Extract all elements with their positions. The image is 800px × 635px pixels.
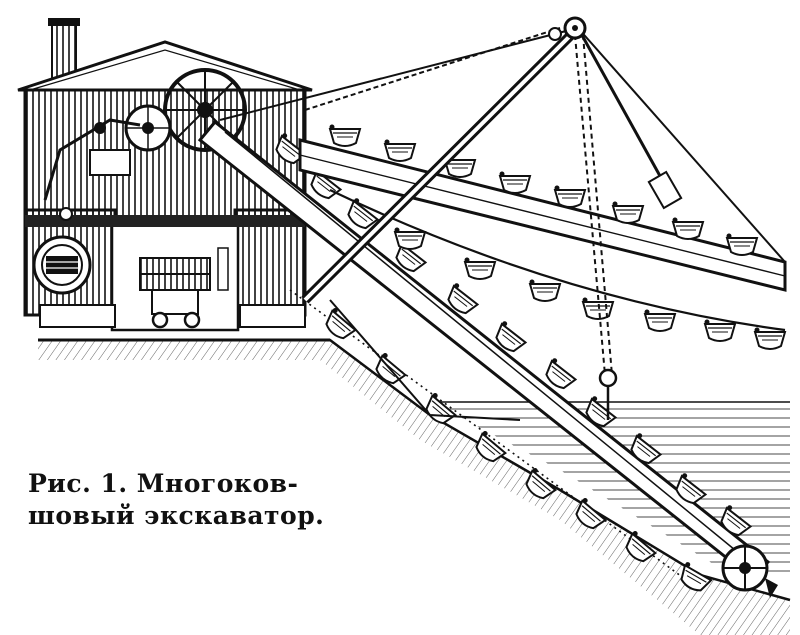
caption-line-1: Рис. 1. Многоков-	[28, 469, 299, 498]
machine-house	[17, 18, 313, 332]
ladder-bucket-chain	[197, 119, 778, 598]
figure-caption: Рис. 1. Многоков- шовый экскаватор.	[28, 468, 348, 532]
caption-line-2: шовый экскаватор.	[28, 501, 325, 530]
pulley-block	[598, 368, 618, 388]
lifting-gear	[219, 16, 786, 421]
